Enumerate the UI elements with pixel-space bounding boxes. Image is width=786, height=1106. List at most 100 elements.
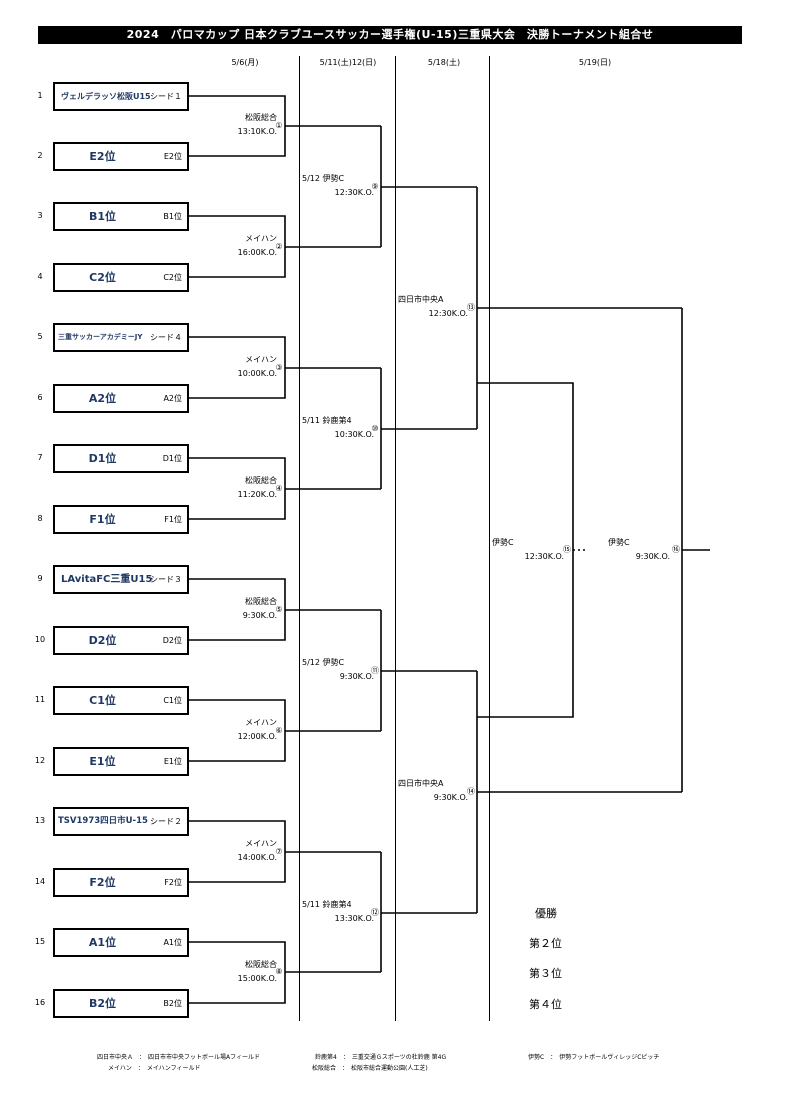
- match-number: ③: [275, 363, 283, 372]
- match-time: 10:00K.O.: [237, 369, 277, 378]
- team-group-tag: E2位: [163, 152, 182, 161]
- team-name: F2位: [89, 876, 116, 889]
- match-number: ④: [275, 484, 283, 493]
- match-number: ⑬: [467, 303, 475, 312]
- match-number: ⑤: [275, 605, 283, 614]
- match-info: 四日市中央A 9:30K.O.: [398, 777, 468, 805]
- match-time: 14:00K.O.: [237, 853, 277, 862]
- team-number: 6: [37, 393, 43, 402]
- team-number: 9: [37, 574, 43, 583]
- column-divider: [299, 56, 300, 1021]
- match-number: ⑫: [371, 908, 379, 917]
- match-venue: 5/12 伊勢C: [302, 174, 345, 183]
- team-name: E1位: [89, 755, 116, 768]
- team-number: 5: [37, 332, 43, 341]
- match-info: 松阪総合 9:30K.O.: [180, 595, 277, 623]
- match-time: 9:30K.O.: [433, 793, 468, 802]
- team-name: C2位: [89, 271, 116, 284]
- match-time: 12:00K.O.: [237, 732, 277, 741]
- team-number: 14: [34, 877, 46, 886]
- team-slot: 三重サッカーアカデミーJY シード４: [53, 323, 189, 352]
- match-info: メイハン 12:00K.O.: [180, 716, 277, 744]
- team-number: 7: [37, 453, 43, 462]
- team-slot: ヴェルデラッソ松阪U15 シード１: [53, 82, 189, 111]
- legend-full: 松阪市総合運動公園(人工芝): [351, 1065, 428, 1072]
- match-time: 15:00K.O.: [237, 974, 277, 983]
- final-match-info: 伊勢C 9:30K.O.: [600, 536, 670, 564]
- match-info: 松阪総合 11:20K.O.: [180, 474, 277, 502]
- page-title: 2024 パロマカップ 日本クラブユースサッカー選手権(U-15)三重県大会 決…: [38, 26, 742, 44]
- team-group-tag: E1位: [163, 757, 182, 766]
- team-slot: A2位 A2位: [53, 384, 189, 413]
- legend-abbr: 伊勢C: [528, 1054, 545, 1061]
- legend-abbr: 四日市中央Ａ: [97, 1054, 134, 1061]
- team-name: B2位: [88, 997, 117, 1010]
- match-time: 10:30K.O.: [334, 430, 374, 439]
- match-venue: 四日市中央A: [398, 295, 444, 304]
- match-number: ⑩: [371, 424, 379, 433]
- third-place-match-info: 伊勢C 12:30K.O.: [492, 536, 564, 564]
- legend-item: 四日市中央Ａ ： 四日市市中央フットボール場Aフィールド: [97, 1054, 261, 1061]
- match-venue: 松阪総合: [245, 113, 277, 122]
- match-number: ①: [275, 121, 283, 130]
- legend-full: メイハンフィールド: [146, 1065, 201, 1072]
- legend-full: 伊勢フットボールヴィレッジCピッチ: [559, 1054, 660, 1061]
- match-venue: 伊勢C: [492, 538, 514, 547]
- team-group-tag: C1位: [163, 696, 182, 705]
- match-number: ⑧: [275, 967, 283, 976]
- team-slot: E1位 E1位: [53, 747, 189, 776]
- team-group-tag: A1位: [163, 938, 182, 947]
- match-number: ⑮: [563, 545, 571, 554]
- match-number: ⑯: [672, 545, 680, 554]
- match-time: 12:30K.O.: [334, 188, 374, 197]
- column-divider: [395, 56, 396, 1021]
- match-number: ⑪: [371, 666, 379, 675]
- team-number: 12: [34, 756, 46, 765]
- match-time: 9:30K.O.: [242, 611, 277, 620]
- match-venue: 5/12 伊勢C: [302, 658, 345, 667]
- team-name: F1位: [89, 513, 116, 526]
- match-number: ②: [275, 242, 283, 251]
- team-seed-tag: シード２: [150, 817, 182, 826]
- match-info: 5/11 鈴鹿第4 13:30K.O.: [302, 898, 374, 926]
- column-label-final: 5/19(日): [578, 58, 612, 67]
- match-time: 13:10K.O.: [237, 127, 277, 136]
- match-number: ⑥: [275, 726, 283, 735]
- team-slot: C2位 C2位: [53, 263, 189, 292]
- match-info: 5/11 鈴鹿第4 10:30K.O.: [302, 414, 374, 442]
- team-slot: TSV1973四日市U-15 シード２: [53, 807, 189, 836]
- team-name: C1位: [89, 694, 116, 707]
- match-info: 5/12 伊勢C 9:30K.O.: [302, 656, 374, 684]
- team-number: 16: [34, 998, 46, 1007]
- column-label-round2: 5/11(土)12(日): [319, 58, 377, 67]
- team-number: 3: [37, 211, 43, 220]
- team-name: A1位: [88, 936, 117, 949]
- team-name: LAvitaFC三重U15: [61, 574, 153, 585]
- team-number: 8: [37, 514, 43, 523]
- match-info: 5/12 伊勢C 12:30K.O.: [302, 172, 374, 200]
- legend-full: 三重交通Ｇスポーツの杜鈴鹿 第4G: [351, 1054, 447, 1061]
- team-name: D2位: [88, 634, 117, 647]
- team-slot: A1位 A1位: [53, 928, 189, 957]
- team-number: 11: [34, 695, 46, 704]
- team-slot: LAvitaFC三重U15 シード３: [53, 565, 189, 594]
- team-seed-tag: シード１: [150, 92, 182, 101]
- team-slot: B2位 B2位: [53, 989, 189, 1018]
- match-venue: 松阪総合: [245, 597, 277, 606]
- team-group-tag: A2位: [163, 394, 182, 403]
- match-info: 松阪総合 15:00K.O.: [180, 958, 277, 986]
- match-time: 12:30K.O.: [524, 552, 564, 561]
- team-name: TSV1973四日市U-15: [58, 816, 148, 826]
- match-info: 四日市中央A 12:30K.O.: [398, 293, 468, 321]
- team-slot: B1位 B1位: [53, 202, 189, 231]
- legend-item: 松阪総合 ： 松阪市総合運動公園(人工芝): [312, 1065, 428, 1072]
- legend-full: 四日市市中央フットボール場Aフィールド: [148, 1054, 261, 1061]
- match-number: ⑨: [371, 182, 379, 191]
- column-divider: [489, 56, 490, 1021]
- column-label-round1: 5/6(月): [231, 58, 259, 67]
- match-venue: 松阪総合: [245, 476, 277, 485]
- team-number: 1: [37, 91, 43, 100]
- team-number: 15: [34, 937, 46, 946]
- match-time: 16:00K.O.: [237, 248, 277, 257]
- team-name: A2位: [88, 392, 117, 405]
